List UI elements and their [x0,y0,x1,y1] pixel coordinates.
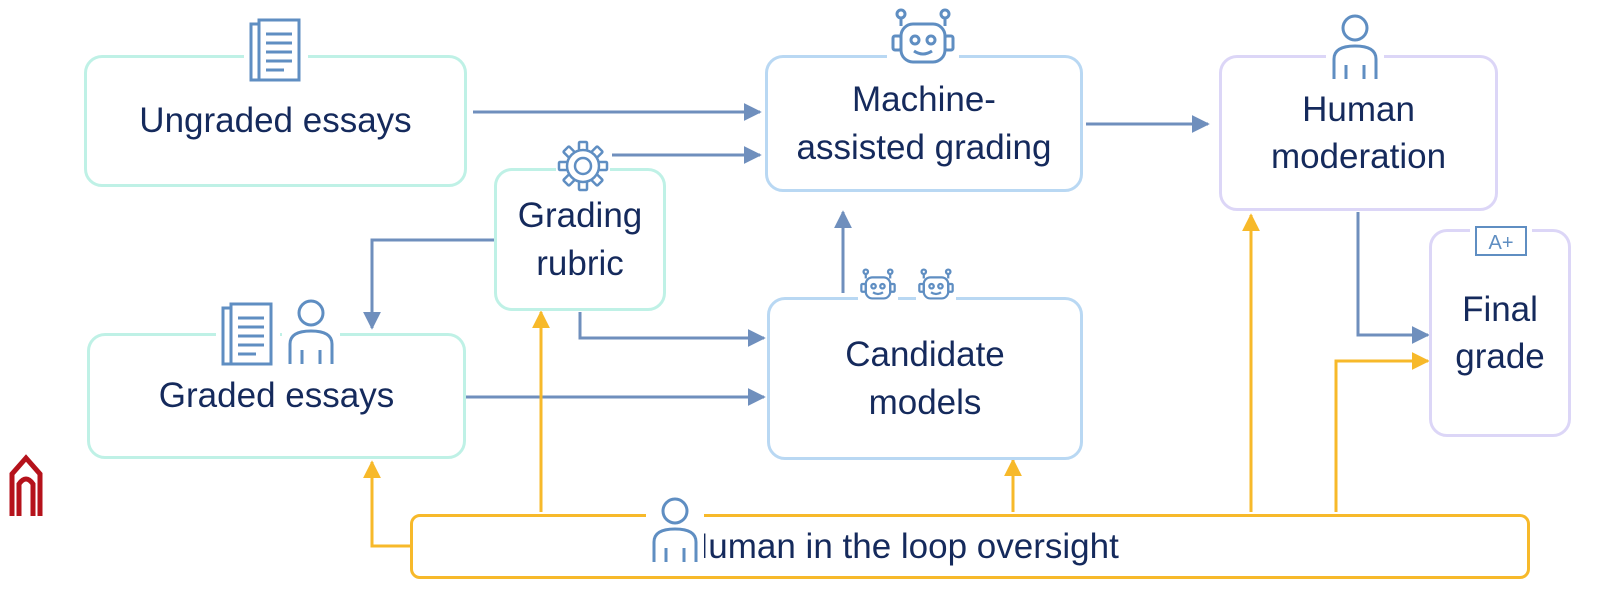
robot-icon [916,264,956,304]
person-icon [282,298,340,368]
human-moderation-label: Human moderation [1270,89,1447,176]
arrow-oversight-to-graded [363,460,410,548]
final-grade-box: Final grade [1429,229,1571,437]
arrow-rubric-to-candidates [578,312,766,347]
document-icon [216,302,280,368]
candidate-models-box: Candidate models [767,297,1083,460]
person-icon [1326,13,1384,83]
human-oversight-box: Human in the loop oversight [410,514,1530,579]
final-grade-label: Final grade [1455,289,1545,376]
grade-badge-icon: A+ [1470,221,1532,261]
machine-assisted-grading-label: Machine- assisted grading [796,80,1052,167]
arrow-oversight-to-final [1334,352,1430,512]
ungraded-essays-label: Ungraded essays [139,101,412,141]
grade-badge-text: A+ [1488,232,1513,254]
arrow-moderation-to-final [1356,212,1430,344]
machine-assisted-grading-box: Machine- assisted grading [765,55,1083,192]
robot-icon [858,264,898,304]
gear-icon [556,139,610,193]
ungraded-essays-box: Ungraded essays [84,55,467,187]
graded-essays-label: Graded essays [158,376,395,416]
person-icon [646,496,704,566]
candidate-models-label: Candidate models [845,335,1005,422]
arch-logo-icon [6,448,46,520]
grading-rubric-label: Grading rubric [517,196,643,283]
human-oversight-label: Human in the loop oversight [683,526,1119,566]
robot-icon [887,4,959,68]
arrow-rubric-to-graded [363,238,500,330]
document-icon [244,18,308,84]
